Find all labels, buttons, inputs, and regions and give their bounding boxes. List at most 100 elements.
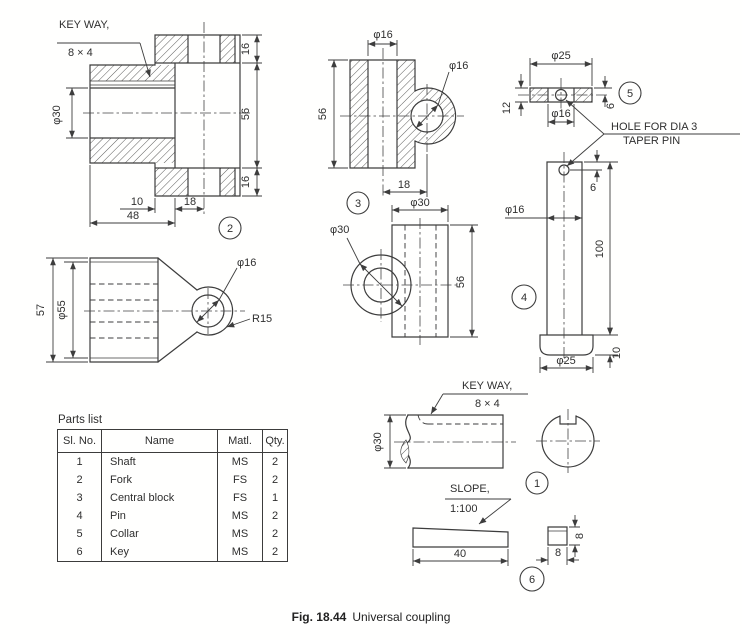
ext-lines [570, 161, 618, 171]
hatch-area [90, 65, 175, 81]
centerlines [343, 218, 458, 345]
table-row: 4 Pin MS 2 [58, 507, 288, 525]
dim-6-label: 6 [605, 103, 617, 109]
balloon-circle [511, 284, 537, 310]
leader-arrow [565, 99, 605, 135]
hole-note-line1: HOLE FOR DIA 3 [611, 121, 697, 133]
ext-lines [367, 40, 398, 56]
diameter-arrows [359, 263, 403, 307]
pin-outline [539, 161, 594, 356]
leader-arrow [139, 42, 151, 78]
ext-lines [328, 59, 348, 169]
balloon-6: 6 [519, 566, 545, 592]
hatch-area [155, 35, 188, 63]
centerlines [536, 409, 600, 473]
balloon-circle [525, 471, 549, 495]
slope-note-line2: 1:100 [450, 503, 478, 515]
dim-phi16-top-label: φ16 [373, 29, 392, 41]
table-row: 3 Central block FS 1 [58, 489, 288, 507]
cell-matl: FS [217, 471, 263, 489]
dim-18-label: 18 [184, 196, 196, 208]
leader-line [346, 237, 361, 265]
cell-qty: 2 [262, 543, 288, 562]
break-hatch [400, 440, 409, 463]
cell-name: Key [101, 543, 218, 562]
dim-phi30-label: φ30 [372, 432, 384, 451]
block-outline [349, 59, 457, 169]
col-header-name: Name [101, 429, 218, 453]
keyway-note-line1: KEY WAY, [59, 19, 109, 31]
balloon-4: 4 [511, 284, 537, 310]
balloon-number: 6 [529, 574, 535, 586]
view-block-section: φ16 φ16 56 18 3 [317, 29, 468, 215]
dim-56-label: 56 [455, 276, 467, 288]
cell-qty: 1 [262, 489, 288, 507]
keyway-note-line1: KEY WAY, [462, 380, 512, 392]
cell-name: Pin [101, 507, 218, 525]
dim-phi16-label: φ16 [505, 204, 524, 216]
hatch-area [220, 168, 235, 196]
balloon-number: 5 [627, 88, 633, 100]
leader-arrow [566, 133, 605, 167]
cell-matl: MS [217, 507, 263, 525]
cell-name: Central block [101, 489, 218, 507]
cell-qty: 2 [262, 471, 288, 489]
dim-8h-label: 8 [574, 533, 586, 539]
key-section-outline [547, 526, 568, 546]
hatch-area [90, 138, 175, 163]
keyway-note-line2: 8 × 4 [475, 398, 500, 410]
table-row: 1 Shaft MS 2 [58, 452, 288, 471]
leader-line [218, 267, 238, 301]
dim-40-label: 40 [454, 548, 466, 560]
diameter-arrows [196, 299, 220, 323]
cell-qty: 2 [262, 452, 288, 471]
keyway-hidden [417, 414, 503, 425]
dim-10-label: 10 [611, 347, 623, 359]
cell-slno: 1 [76, 456, 83, 468]
dim-56-label: 56 [240, 108, 252, 120]
view-block-views: φ30 φ30 56 [330, 197, 478, 345]
dim-16-top-label: 16 [240, 43, 252, 55]
boss-ring-hatch [398, 87, 455, 145]
dim-18-label: 18 [398, 179, 410, 191]
cell-name: Collar [101, 525, 218, 543]
dim-r15-label: R15 [252, 313, 272, 325]
cell-matl: MS [217, 543, 263, 562]
balloon-circle [618, 81, 642, 105]
dim-48-label: 48 [127, 210, 139, 222]
fork-outline [89, 34, 241, 197]
dim-phi55-label: φ55 [56, 300, 68, 319]
view-pin: 6 φ16 100 10 φ25 4 [505, 150, 623, 373]
cell-qty: 2 [262, 525, 288, 543]
cell-slno: 6 [76, 546, 83, 558]
cell-slno: 5 [76, 528, 83, 540]
col-header-qty: Qty. [262, 429, 288, 453]
ext-lines [46, 257, 88, 363]
parts-list: Parts list Sl. No. Name Matl. Qty. 1 Sha… [57, 414, 288, 562]
cell-matl: MS [217, 452, 263, 471]
table-row: 5 Collar MS 2 [58, 525, 288, 543]
cell-name: Fork [101, 471, 218, 489]
balloon-number: 2 [227, 223, 233, 235]
ext-lines [89, 165, 176, 227]
col-header-matl: Matl. [217, 429, 263, 453]
dim-phi30-label: φ30 [51, 105, 63, 124]
dim-57-label: 57 [35, 304, 47, 316]
view-collar: φ25 12 6 φ16 5 HOLE FOR DIA 3 TAPER PIN [501, 50, 740, 167]
balloon-circle [218, 216, 242, 240]
balloon-3: 3 [346, 191, 370, 215]
dim-56-label: 56 [317, 108, 329, 120]
view-fork-front: 57 φ55 φ16 R15 [35, 257, 272, 363]
ext-lines [242, 34, 262, 197]
parts-list-title: Parts list [58, 414, 103, 426]
balloon-number: 3 [355, 198, 361, 210]
dim-8w-label: 8 [555, 547, 561, 559]
table-header-row: Sl. No. Name Matl. Qty. [57, 429, 288, 453]
dim-6-label: 6 [590, 182, 596, 194]
slope-note-line1: SLOPE, [450, 483, 490, 495]
cell-slno: 3 [76, 492, 83, 504]
dim-phi25-label: φ25 [551, 50, 570, 62]
dim-12-label: 12 [501, 102, 513, 114]
fork-front-outline [89, 257, 234, 363]
